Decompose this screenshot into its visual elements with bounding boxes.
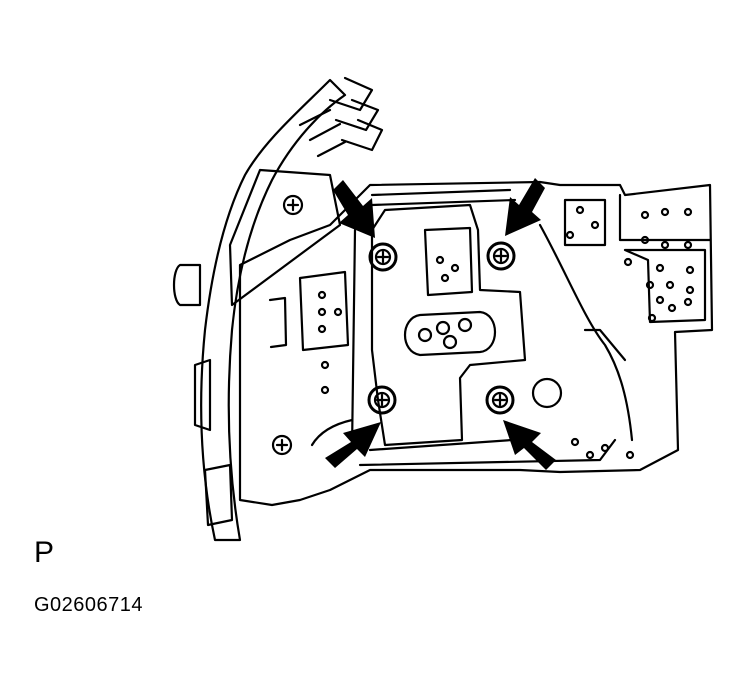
left-housing [172,76,384,542]
figure-code: G02606714 [34,594,144,616]
upper-bracket [228,168,342,307]
arrow-bottom-left-icon [325,422,381,468]
connector-holes [565,205,695,460]
bolt-top-left [368,242,398,272]
left-subplate [268,270,350,395]
bolt-bottom-right [485,385,515,415]
arrow-top-right-icon [505,178,545,236]
lower-left-screw [271,434,293,456]
main-chassis [238,180,714,507]
mounting-plate [370,203,634,447]
arrow-top-left-icon [333,180,375,238]
bolt-top-right [486,241,516,271]
arrow-bottom-right-icon [503,420,556,470]
bolt-bottom-left [367,385,397,415]
view-label: P [34,536,55,569]
